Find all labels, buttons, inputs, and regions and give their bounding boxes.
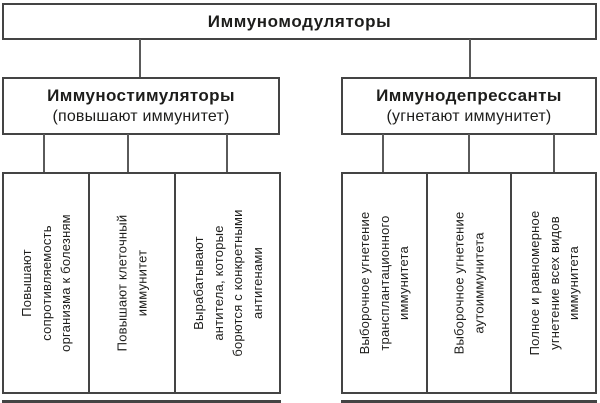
leaf-total-immunity-suppression-label: Полное и равномерное угнетение всех видо… <box>526 210 581 356</box>
leaf-antibody-production-label: Вырабатывают антитела, которые борются с… <box>190 209 265 357</box>
cutoff-next-row-left <box>2 400 281 403</box>
cutoff-next-row-right <box>341 400 597 403</box>
leaf-transplant-immunity-suppression-label: Выборочное угнетение трансплантационного… <box>357 211 412 355</box>
leaf-resistance-to-disease-label: Повышают сопротивляемость организма к бо… <box>18 214 73 352</box>
connector-depressants-child-2 <box>468 134 470 174</box>
leaf-autoimmunity-suppression: Выборочное угнетение аутоиммунитета <box>425 174 511 392</box>
stimulators-leaf-group: Повышают сопротивляемость организма к бо… <box>2 172 281 394</box>
node-immunomodulators-label: Иммуномодуляторы <box>207 11 392 31</box>
leaf-cellular-immunity-label: Повышают клеточный иммунитет <box>114 214 150 352</box>
leaf-autoimmunity-suppression-label: Выборочное угнетение аутоиммунитета <box>451 211 487 355</box>
connector-stimulators-child-2 <box>127 134 129 174</box>
depressants-leaf-group: Выборочное угнетение трансплантационного… <box>341 172 597 394</box>
leaf-resistance-to-disease: Повышают сопротивляемость организма к бо… <box>4 174 88 392</box>
node-immunodepressants-text: Иммунодепрессанты (угнетают иммунитет) <box>376 85 562 126</box>
connector-stimulators-child-3 <box>226 134 228 174</box>
connector-stimulators-child-1 <box>43 134 45 174</box>
leaf-total-immunity-suppression: Полное и равномерное угнетение всех видо… <box>510 174 595 392</box>
node-immunodepressants-subtitle: (угнетают иммунитет) <box>386 108 552 126</box>
node-immunostimulators: Иммуностимуляторы (повышают иммунитет) <box>2 77 280 135</box>
node-immunomodulators: Иммуномодуляторы <box>2 3 597 40</box>
node-immunostimulators-text: Иммуностимуляторы (повышают иммунитет) <box>47 85 235 126</box>
connector-root-to-stimulators <box>139 39 141 78</box>
connector-depressants-child-3 <box>553 134 555 174</box>
node-immunodepressants-title: Иммунодепрессанты <box>376 86 562 106</box>
connector-depressants-child-1 <box>382 134 384 174</box>
leaf-transplant-immunity-suppression: Выборочное угнетение трансплантационного… <box>343 174 426 392</box>
leaf-cellular-immunity: Повышают клеточный иммунитет <box>88 174 174 392</box>
connector-root-to-depressants <box>469 39 471 78</box>
node-immunostimulators-subtitle: (повышают иммунитет) <box>52 108 230 126</box>
node-immunostimulators-title: Иммуностимуляторы <box>47 86 235 106</box>
leaf-antibody-production: Вырабатывают антитела, которые борются с… <box>174 174 279 392</box>
node-immunodepressants: Иммунодепрессанты (угнетают иммунитет) <box>341 77 597 135</box>
